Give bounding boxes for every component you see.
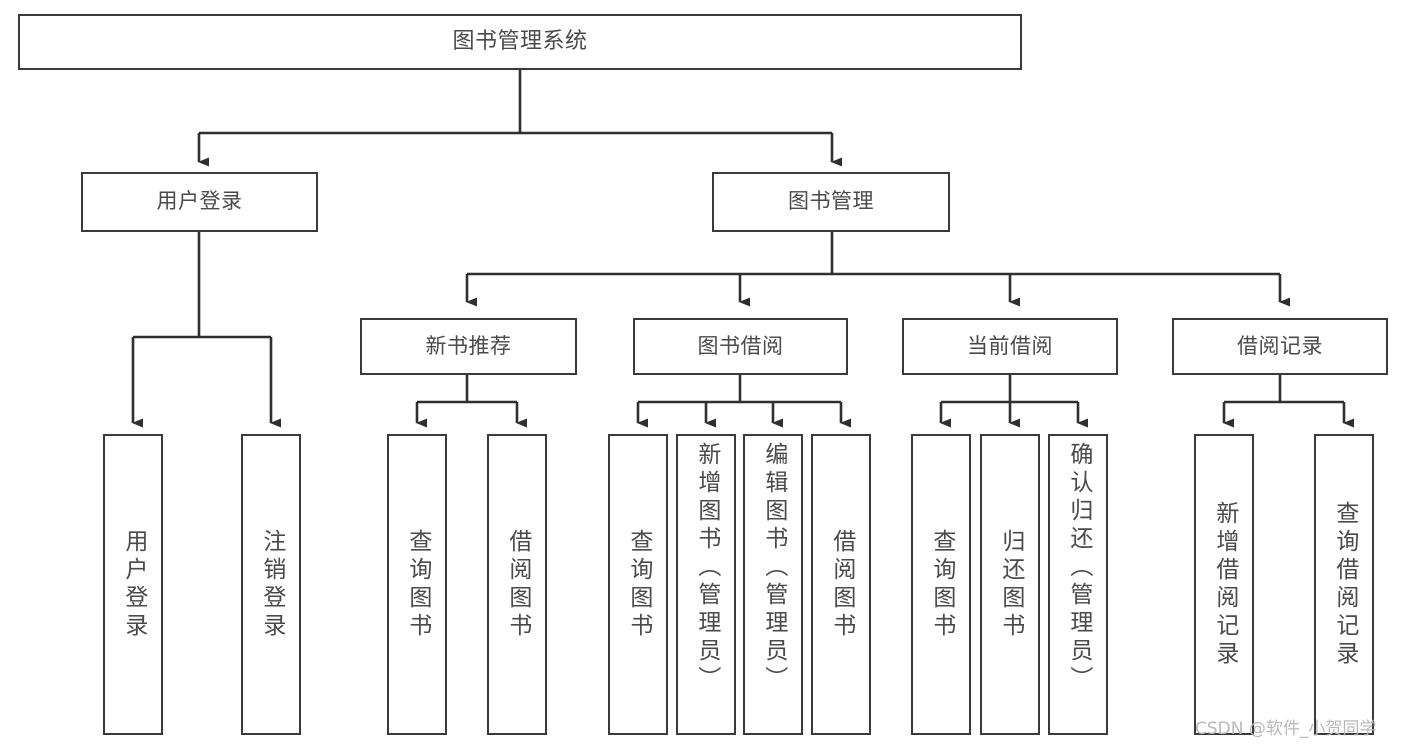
node-label: 用户登录 — [120, 528, 147, 641]
node-user-login[interactable]: 用户登录 — [81, 172, 318, 232]
node-label: 新增借阅记录 — [1211, 500, 1238, 669]
node-label: 归还图书 — [997, 528, 1024, 641]
node-label: 注销登录 — [258, 528, 285, 641]
node-label: 编辑图书（管理员） — [760, 442, 787, 694]
node-label: 查询借阅记录 — [1331, 500, 1358, 669]
node-label: 查询图书 — [625, 528, 652, 641]
leaf-query-book-new-recommendation[interactable]: 查询图书 — [387, 434, 447, 735]
node-label: 新书推荐 — [425, 333, 512, 358]
node-current-borrow[interactable]: 当前借阅 — [902, 318, 1118, 375]
node-book-borrow[interactable]: 图书借阅 — [633, 318, 848, 375]
node-root-book-management-system[interactable]: 图书管理系统 — [18, 14, 1022, 70]
leaf-add-borrow-record[interactable]: 新增借阅记录 — [1194, 434, 1254, 735]
leaf-query-borrow-record[interactable]: 查询借阅记录 — [1314, 434, 1374, 735]
node-label: 借阅图书 — [504, 528, 531, 641]
node-label: 当前借阅 — [967, 333, 1053, 358]
node-label: 图书管理 — [788, 189, 874, 214]
node-borrow-record[interactable]: 借阅记录 — [1172, 318, 1388, 375]
node-label: 确认归还（管理员） — [1065, 442, 1092, 694]
leaf-borrow-book-new-recommendation[interactable]: 借阅图书 — [487, 434, 547, 735]
node-label: 借阅记录 — [1237, 333, 1323, 358]
node-label: 查询图书 — [404, 528, 431, 641]
leaf-borrow-book[interactable]: 借阅图书 — [811, 434, 871, 735]
node-label: 借阅图书 — [828, 528, 855, 641]
leaf-add-book-admin[interactable]: 新增图书（管理员） — [676, 434, 736, 735]
leaf-edit-book-admin[interactable]: 编辑图书（管理员） — [743, 434, 803, 735]
node-label: 图书借阅 — [697, 333, 784, 358]
node-book-management[interactable]: 图书管理 — [712, 172, 950, 232]
node-new-book-recommendation[interactable]: 新书推荐 — [360, 318, 577, 375]
node-label: 图书管理系统 — [452, 28, 588, 54]
leaf-user-login[interactable]: 用户登录 — [103, 434, 163, 735]
csdn-watermark: CSDN @软件_小贺同学 — [1195, 719, 1377, 739]
leaf-query-book-borrow[interactable]: 查询图书 — [608, 434, 668, 735]
leaf-query-book-current-borrow[interactable]: 查询图书 — [911, 434, 971, 735]
node-label: 查询图书 — [928, 528, 955, 641]
node-label: 新增图书（管理员） — [693, 442, 720, 694]
node-label: 用户登录 — [156, 189, 243, 214]
leaf-return-book[interactable]: 归还图书 — [980, 434, 1040, 735]
leaf-user-logout[interactable]: 注销登录 — [241, 434, 301, 735]
leaf-confirm-return-admin[interactable]: 确认归还（管理员） — [1048, 434, 1108, 735]
